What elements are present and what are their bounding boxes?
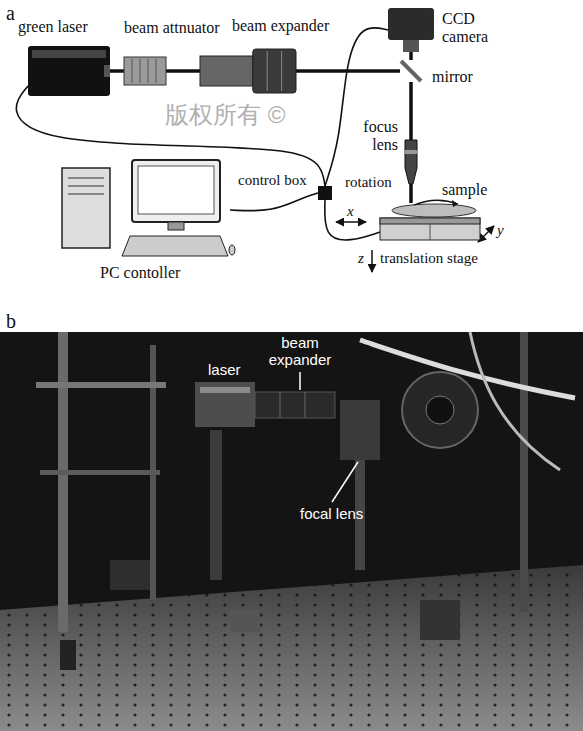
control-body: [318, 186, 332, 200]
ridge: [140, 59, 141, 83]
component-label: focus lens: [352, 118, 398, 153]
ridge: [132, 59, 133, 83]
laser-beam: [110, 69, 124, 73]
objective: [405, 140, 417, 184]
component-label: sample: [442, 181, 487, 199]
z-arrow: [371, 250, 373, 272]
leader-lines: [300, 372, 358, 502]
ridge: [156, 59, 157, 83]
node-shape: [200, 49, 296, 93]
camera-body: [388, 8, 434, 40]
pc-figure: PC contoller: [60, 160, 230, 260]
node-shape: [400, 60, 422, 82]
ridge: [148, 59, 149, 83]
laser-beam: [166, 69, 200, 73]
stage-top: [380, 218, 480, 224]
node-shape: [388, 8, 434, 52]
keyboard: [122, 236, 228, 256]
component-label: green laser: [18, 18, 88, 36]
laser-aperture: [104, 65, 110, 77]
lens-shape: focus lens: [404, 140, 418, 184]
photo-label: beam expander: [262, 335, 338, 368]
node-shape: [404, 140, 418, 184]
cable: [230, 193, 318, 211]
photo-label: focal lens: [300, 506, 363, 523]
stage-split: [430, 224, 431, 240]
monitor: [132, 160, 220, 222]
component-label: beam expander: [232, 17, 329, 35]
attenuator-box: beam attnuator: [124, 54, 166, 88]
laser-beam: [409, 82, 413, 140]
node-shape: [380, 218, 480, 240]
node-shape: [124, 54, 166, 88]
rotation-head: [452, 200, 458, 207]
drive-slot: [68, 186, 104, 187]
expander-box: beam expander: [200, 49, 296, 93]
screen: [138, 166, 214, 214]
node-shape: [60, 160, 230, 260]
camera-lens: [403, 40, 419, 52]
cable: [325, 200, 380, 240]
sample-disk: sample: [392, 203, 476, 216]
mirror-shape: mirror: [400, 60, 422, 82]
component-label: translation stage: [380, 250, 478, 267]
rotation-arc: [414, 200, 458, 205]
component-label: PC contoller: [100, 264, 180, 282]
cable: [325, 28, 388, 186]
component-label: CCD camera: [442, 10, 502, 45]
node-shape: [28, 46, 110, 96]
panel-letter: b: [6, 310, 16, 332]
axis-label: z: [358, 250, 364, 267]
component-label: mirror: [432, 68, 473, 86]
laser-body: [28, 46, 110, 96]
attenuator-body: [124, 57, 166, 85]
x-arrow: [336, 221, 366, 223]
axis-label: x: [347, 203, 354, 220]
mouse: [229, 245, 235, 255]
pc-tower: [62, 168, 110, 248]
stage-box: translation stage: [380, 218, 480, 240]
motion-label: rotation: [345, 174, 392, 191]
ring: [281, 51, 282, 91]
photo-panel: [0, 332, 583, 731]
sample-plate: [392, 204, 476, 217]
laser-beam: [409, 184, 413, 203]
objective-band: [405, 150, 417, 154]
laser-box: green laser: [28, 46, 110, 96]
panel-letter: a: [6, 2, 15, 24]
laser-beam: [409, 52, 413, 60]
camera-box: CCD camera: [388, 8, 434, 52]
drive-slot: [68, 194, 104, 195]
expander-head: [253, 49, 296, 93]
photo-label: laser: [208, 362, 241, 379]
stage-body: [380, 218, 480, 240]
watermark: 版权所有 ©: [165, 102, 285, 128]
drive-slot: [68, 178, 104, 179]
expander-tube: [200, 56, 253, 86]
node-shape: [392, 203, 476, 216]
component-label: beam attnuator: [124, 19, 220, 37]
axis-label: y: [497, 222, 504, 239]
control-box: control box: [318, 186, 332, 200]
laser-top: [32, 50, 106, 58]
mirror-plate: [401, 61, 421, 81]
node-shape: [318, 186, 332, 200]
component-label: control box: [238, 172, 307, 189]
monitor-stand: [168, 222, 184, 230]
ring: [267, 51, 268, 91]
